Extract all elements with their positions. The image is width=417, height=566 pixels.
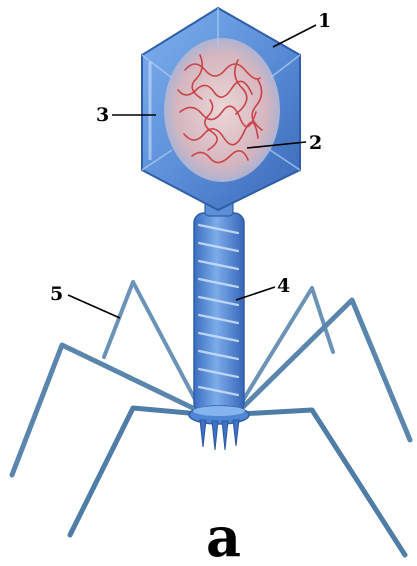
tail-fiber-icon [70, 408, 200, 535]
tail-fiber-icon [240, 410, 405, 555]
label-3: 3 [96, 104, 109, 126]
tail-sheath-icon [189, 213, 249, 450]
label-4: 4 [277, 275, 290, 297]
label-2: 2 [309, 132, 322, 154]
tail-fiber-icon [242, 300, 410, 440]
label-5: 5 [50, 283, 63, 305]
panel-letter: a [206, 505, 241, 566]
label-1: 1 [318, 10, 331, 32]
capsid-icon [142, 8, 300, 210]
tail-fiber-icon [240, 288, 333, 405]
